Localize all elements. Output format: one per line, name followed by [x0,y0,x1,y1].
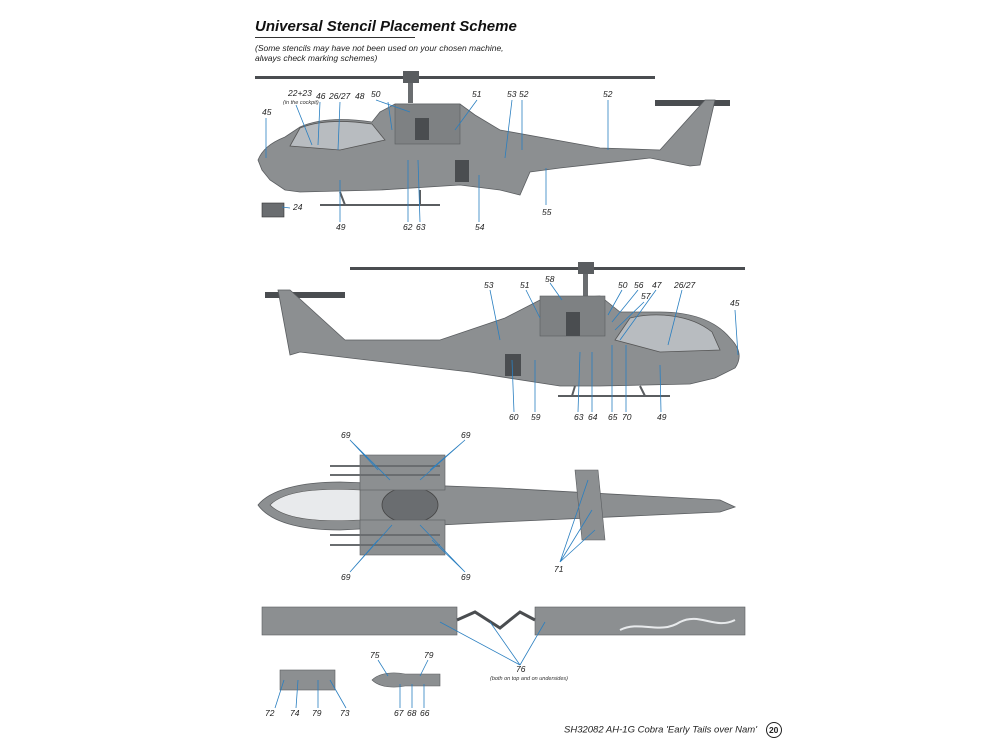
page-title: Universal Stencil Placement Scheme [255,18,517,35]
blade-part-right [534,606,746,636]
label-r51: 51 [520,280,530,290]
tail-fin-top [574,469,606,541]
footer-code: SH32082 [564,724,604,736]
blade-part-left [261,606,458,636]
blade-marking [619,617,736,631]
canopy-left [289,120,386,151]
labels-top-view: 69 69 69 69 71 [341,430,564,582]
label-68: 68 [407,708,417,718]
label-r47: 47 [652,280,662,290]
label-63: 63 [416,222,426,232]
label-54: 54 [475,222,485,232]
label-69d: 69 [461,572,471,582]
small-part-75 [371,672,441,688]
label-67: 67 [394,708,404,718]
intake-right [566,312,580,336]
label-49: 49 [336,222,346,232]
label-r70: 70 [622,412,632,422]
label-r49: 49 [657,412,667,422]
label-r65: 65 [608,412,618,422]
label-76: 76 [516,664,526,674]
rotor-parts [261,606,746,709]
label-53: 53 [507,89,517,99]
label-r45: 45 [730,298,740,308]
label-46: 46 [316,91,326,101]
label-r60: 60 [509,412,519,422]
fuselage-right [277,289,740,387]
main-rotor-blade [255,76,655,79]
tail-rotor-right [265,292,345,298]
stub-wing-left [359,454,446,491]
label-48: 48 [355,91,365,101]
label-r57: 57 [641,291,651,301]
label-22-23: 22+23 [287,88,312,98]
engine-top [381,486,439,524]
label-66: 66 [420,708,430,718]
main-rotor-blade-right [350,267,745,270]
label-74: 74 [290,708,300,718]
label-79b: 79 [312,708,322,718]
label-69a: 69 [341,430,351,440]
blade-hub-links [456,610,536,630]
page-footer: SH32082 AH-1G Cobra 'Early Tails over Na… [564,722,782,738]
label-r58: 58 [545,274,555,284]
helicopter-left-view [255,71,730,223]
label-69b: 69 [461,430,471,440]
stencil-part-24 [261,202,285,218]
label-79a: 79 [424,650,434,660]
intake-left [415,118,429,140]
cockpit-note: (in the cockpit) [283,100,319,106]
label-52a: 52 [519,89,529,99]
label-r26-27: 26/27 [673,280,696,290]
title-underline [255,37,415,38]
footer-text: AH-1G Cobra 'Early Tails over Nam' [605,724,758,736]
page-number: 20 [765,722,782,738]
skids-right [558,385,670,397]
label-75: 75 [370,650,380,660]
helicopter-right-view [265,262,745,413]
label-r63: 63 [574,412,584,422]
label-55: 55 [542,207,552,217]
label-71: 71 [554,564,564,574]
label-72: 72 [265,708,275,718]
label-73: 73 [340,708,350,718]
both-sides-note: (both on top and on undersides) [490,676,568,682]
canopy-right [614,314,721,353]
label-r59: 59 [531,412,541,422]
label-24: 24 [292,202,303,212]
label-r50: 50 [618,280,628,290]
label-45: 45 [262,107,272,117]
label-r53: 53 [484,280,494,290]
label-r56: 56 [634,280,644,290]
canopy-top [269,489,361,521]
door-left [455,160,469,182]
stub-wing-right [359,519,446,556]
labels-right-view: 53 51 58 50 56 57 47 26/27 45 60 59 63 6… [484,274,740,422]
rotor-mast-right [583,274,588,296]
label-52b: 52 [603,89,613,99]
label-51: 51 [472,89,482,99]
tail-rotor [655,100,730,106]
labels-left-view: 22+23 (in the cockpit) 46 26/27 48 50 51… [262,88,613,232]
rotor-hub-right [578,262,594,274]
stencil-note: (Some stencils may have not been used on… [255,43,504,63]
rotor-mast [408,83,413,103]
small-part-72 [279,669,336,691]
label-r64: 64 [588,412,598,422]
rotor-hub [403,71,419,83]
label-50: 50 [371,89,381,99]
label-26-27: 26/27 [328,91,351,101]
label-69c: 69 [341,572,351,582]
helicopter-top-view [257,439,737,573]
fuselage-top [257,481,737,531]
label-62: 62 [403,222,413,232]
skids-left [320,190,440,206]
door-right [505,354,521,376]
labels-parts: 76 (both on top and on undersides) 75 79… [265,650,568,718]
